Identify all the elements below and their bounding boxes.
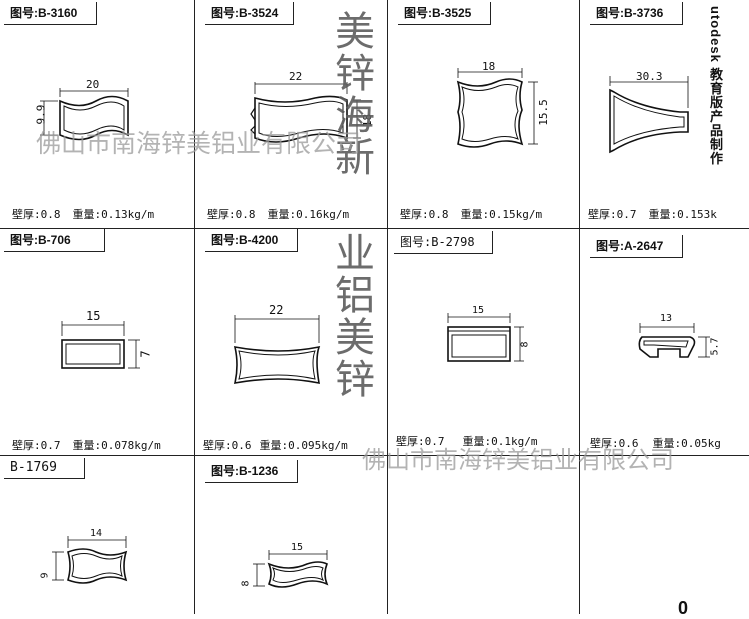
weight: 重量:0.153k (648, 208, 717, 221)
wall-thickness: 壁厚:0.7 (12, 439, 61, 452)
corner-mark: 0 (678, 598, 689, 618)
dim-label: 22 (269, 303, 284, 317)
vertical-watermark: 美锌海新 (328, 10, 374, 178)
dim-label: 8 (240, 580, 252, 587)
drawing-number: 图号:A-2647 (590, 235, 683, 258)
dim-label: 15 (291, 542, 304, 553)
dim-label: 13 (660, 313, 673, 324)
grid-divider (194, 0, 195, 614)
profile-cell-b3736: 图号:B-3736 30.3 壁厚:0.7 重量:0.153k utodesk 教… (580, 0, 749, 228)
profile-cell-b706: 图号:B-706 15 7 壁厚:0.7 重量:0.078kg/m (0, 229, 194, 455)
weight: 重量:0.095kg/m (259, 439, 348, 452)
wall-thickness: 壁厚:0.7 (396, 435, 445, 448)
dim-label: 20 (86, 78, 100, 91)
wall-thickness: 壁厚:0.6 (203, 439, 252, 452)
weight: 重量:0.078kg/m (72, 439, 161, 452)
dim-label: 22 (289, 70, 303, 83)
wall-thickness: 壁厚:0.7 (588, 208, 637, 221)
profile-drawing (609, 76, 689, 154)
spec-line: 壁厚:0.7 重量:0.078kg/m (12, 437, 161, 453)
dim-label: 15 (86, 309, 101, 323)
drawing-number: 图号:B-706 (4, 229, 105, 252)
dim-label: 14 (90, 528, 103, 539)
drawing-number: 图号:B-4200 (205, 229, 298, 252)
dim-label: 15.5 (536, 99, 550, 126)
weight: 重量:0.16kg/m (267, 208, 350, 221)
spec-line: 壁厚:0.6 重量:0.05kg (590, 435, 721, 451)
drawing-number: B-1769 (4, 458, 85, 479)
dim-label: 18 (482, 60, 496, 73)
spec-line: 壁厚:0.8 重量:0.15kg/m (400, 206, 542, 222)
profile-cell-a2647: 图号:A-2647 13 5.7 壁厚:0.6 重量:0.05kg (580, 229, 749, 455)
profile-drawing (40, 88, 129, 141)
drawing-number: 图号:B-2798 (394, 231, 493, 254)
profile-cell-b4200: 图号:B-4200 22 壁厚:0.6 重量:0.095kg/m (195, 229, 387, 455)
wall-thickness: 壁厚:0.8 (207, 208, 256, 221)
wall-thickness: 壁厚:0.8 (400, 208, 449, 221)
wall-thickness: 壁厚:0.8 (12, 208, 61, 221)
dim-label: 9.9 (34, 104, 48, 125)
drawing-number: 图号:B-3736 (590, 2, 683, 25)
profile-drawing (447, 313, 524, 362)
dim-label: 8 (519, 341, 531, 348)
grid-divider (579, 0, 580, 614)
grid-divider (387, 0, 388, 614)
profile-drawing (253, 550, 329, 588)
profile-cell-b1769: B-1769 14 9 (0, 456, 194, 614)
drawing-number: 图号:B-3160 (4, 2, 97, 25)
weight: 重量:0.13kg/m (72, 208, 155, 221)
spec-line: 壁厚:0.7 重量:0.153k (588, 206, 717, 222)
spec-line: 壁厚:0.6 重量:0.095kg/m (203, 437, 348, 453)
weight: 重量:0.05kg (652, 437, 721, 450)
profile-drawing (61, 321, 140, 369)
spec-line: 壁厚:0.7 重量:0.1kg/m (396, 433, 537, 449)
dim-label: 30.3 (636, 70, 663, 83)
horizontal-watermark: 佛山市南海锌美铝业有限公司 (36, 129, 362, 158)
dim-label: 7 (138, 350, 153, 358)
autodesk-watermark: utodesk 教育版产品制作 (708, 6, 723, 166)
drawing-number: 图号:B-1236 (205, 460, 298, 483)
profile-drawing (250, 82, 361, 143)
profile-cell-b1236: 图号:B-1236 15 8 (195, 456, 387, 614)
drawing-number: 图号:B-3524 (205, 2, 294, 25)
profile-cell-b2798: 图号:B-2798 15 8 壁厚:0.7 重量:0.1kg/m (388, 229, 579, 455)
profile-drawing (52, 536, 128, 584)
horizontal-watermark: 佛山市南海锌美铝业有限公司 (362, 446, 674, 474)
weight: 重量:0.1kg/m (462, 435, 538, 448)
dim-label: 9 (39, 572, 51, 579)
grid-divider (0, 228, 749, 229)
vertical-watermark: 业铝美锌 (328, 232, 374, 400)
profile-drawing (456, 68, 538, 148)
profile-cell-b3525: 图号:B-3525 18 15.5 壁厚:0.8 重量:0.15kg/m (388, 0, 579, 228)
profile-cell-b3160: 图号:B-3160 20 9.9 壁厚:0.8 重量:0.13kg/m (0, 0, 194, 228)
profile-drawing (233, 315, 321, 385)
drawing-number: 图号:B-3525 (398, 2, 491, 25)
dim-label: 5.7 (709, 337, 721, 356)
wall-thickness: 壁厚:0.6 (590, 437, 639, 450)
profile-drawing (638, 323, 710, 358)
grid-divider (0, 455, 749, 456)
spec-line: 壁厚:0.8 重量:0.16kg/m (207, 206, 349, 222)
dim-label: 15 (472, 305, 485, 316)
spec-line: 壁厚:0.8 重量:0.13kg/m (12, 206, 154, 222)
weight: 重量:0.15kg/m (460, 208, 543, 221)
